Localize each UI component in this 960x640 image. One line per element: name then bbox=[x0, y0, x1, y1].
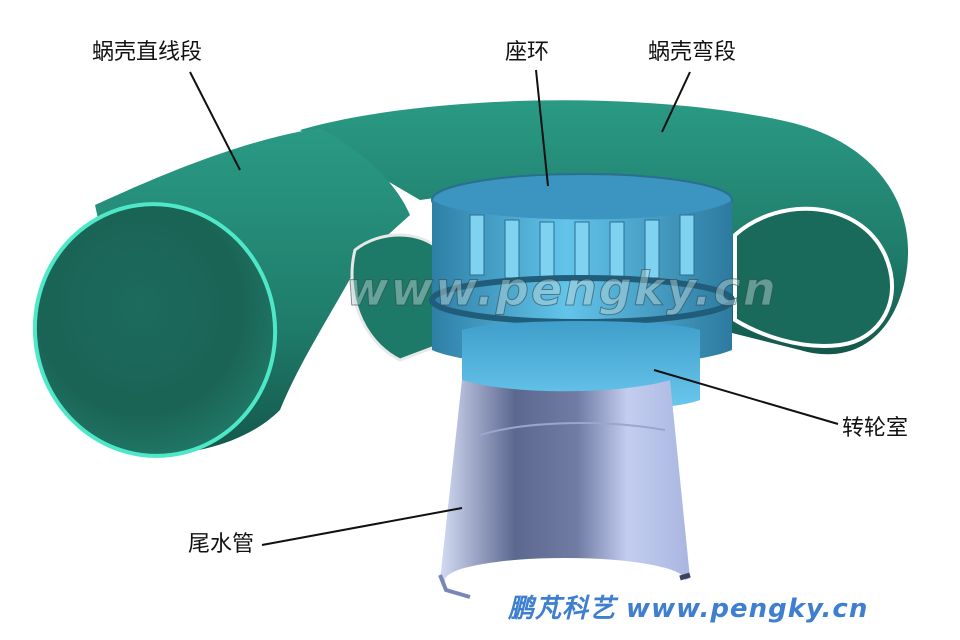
inlet-opening bbox=[32, 202, 278, 458]
draft-tube-rim-right bbox=[679, 572, 691, 581]
draft-tube-mouth bbox=[445, 558, 685, 602]
leader-spiral-straight bbox=[189, 71, 241, 171]
leader-runner-chamber bbox=[653, 369, 839, 425]
leader-spiral-bend bbox=[661, 71, 691, 133]
leader-stay-ring bbox=[535, 69, 549, 187]
leader-draft-tube bbox=[261, 507, 463, 546]
draft-tube-inner-edge bbox=[479, 422, 666, 436]
draft-tube bbox=[440, 380, 690, 595]
stay-vanes bbox=[469, 214, 695, 281]
label-runner-chamber: 转轮室 bbox=[842, 416, 909, 441]
right-cut-section bbox=[733, 206, 895, 348]
watermark-text: www.pengky.cn bbox=[346, 262, 778, 317]
brand-caption: 鹏芃科艺 www.pengky.cn bbox=[508, 594, 869, 624]
label-spiral-case-straight: 蜗壳直线段 bbox=[92, 40, 203, 65]
leader-lines bbox=[189, 69, 839, 546]
left-cut-section bbox=[350, 233, 442, 362]
label-stay-ring: 座环 bbox=[505, 40, 550, 65]
label-spiral-case-bend: 蜗壳弯段 bbox=[648, 40, 737, 65]
label-draft-tube: 尾水管 bbox=[188, 532, 255, 557]
draft-tube-rim-left bbox=[438, 574, 471, 599]
